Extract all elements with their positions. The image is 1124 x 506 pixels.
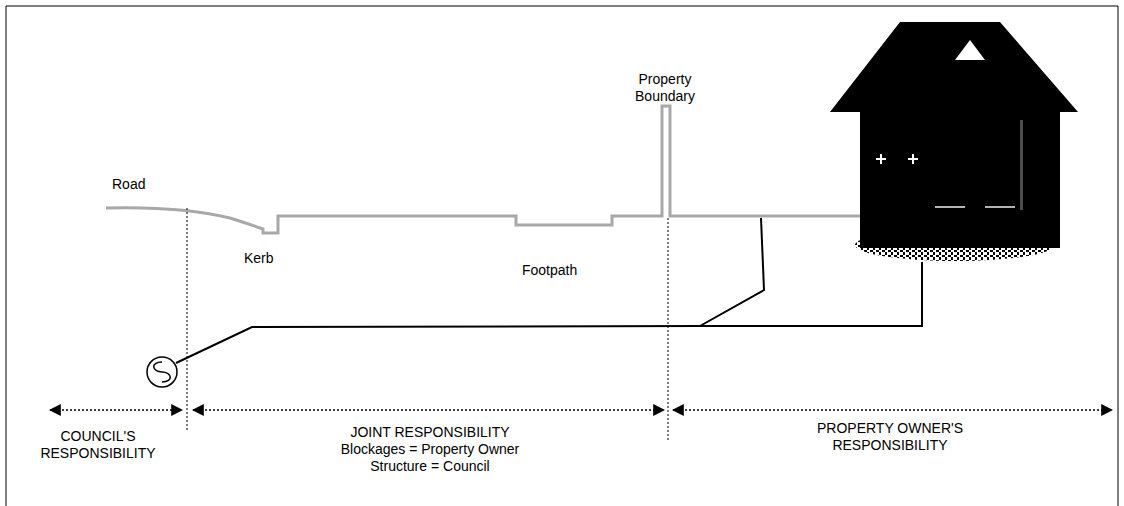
drain-pipes: [176, 218, 922, 363]
zone-note: Blockages = Property Owner: [270, 441, 590, 458]
house-illustration: [830, 22, 1078, 261]
kerb-label: Kerb: [244, 250, 274, 267]
zone-note: Structure = Council: [270, 458, 590, 475]
zone-dividers: [187, 208, 668, 440]
footpath-label: Footpath: [522, 262, 577, 279]
zone-label: PROPERTY OWNER'S RESPONSIBILITY: [800, 420, 980, 454]
trap-symbol: [147, 357, 177, 387]
road-label: Road: [112, 176, 145, 193]
zone-label: COUNCIL'S RESPONSIBILITY: [18, 428, 178, 462]
frame: [6, 6, 1118, 506]
ground-profile: [106, 106, 880, 233]
boundary-label: Property Boundary: [630, 71, 700, 105]
zone-label: JOINT RESPONSIBILITY: [270, 424, 590, 441]
zone-arrows: [50, 409, 1112, 411]
